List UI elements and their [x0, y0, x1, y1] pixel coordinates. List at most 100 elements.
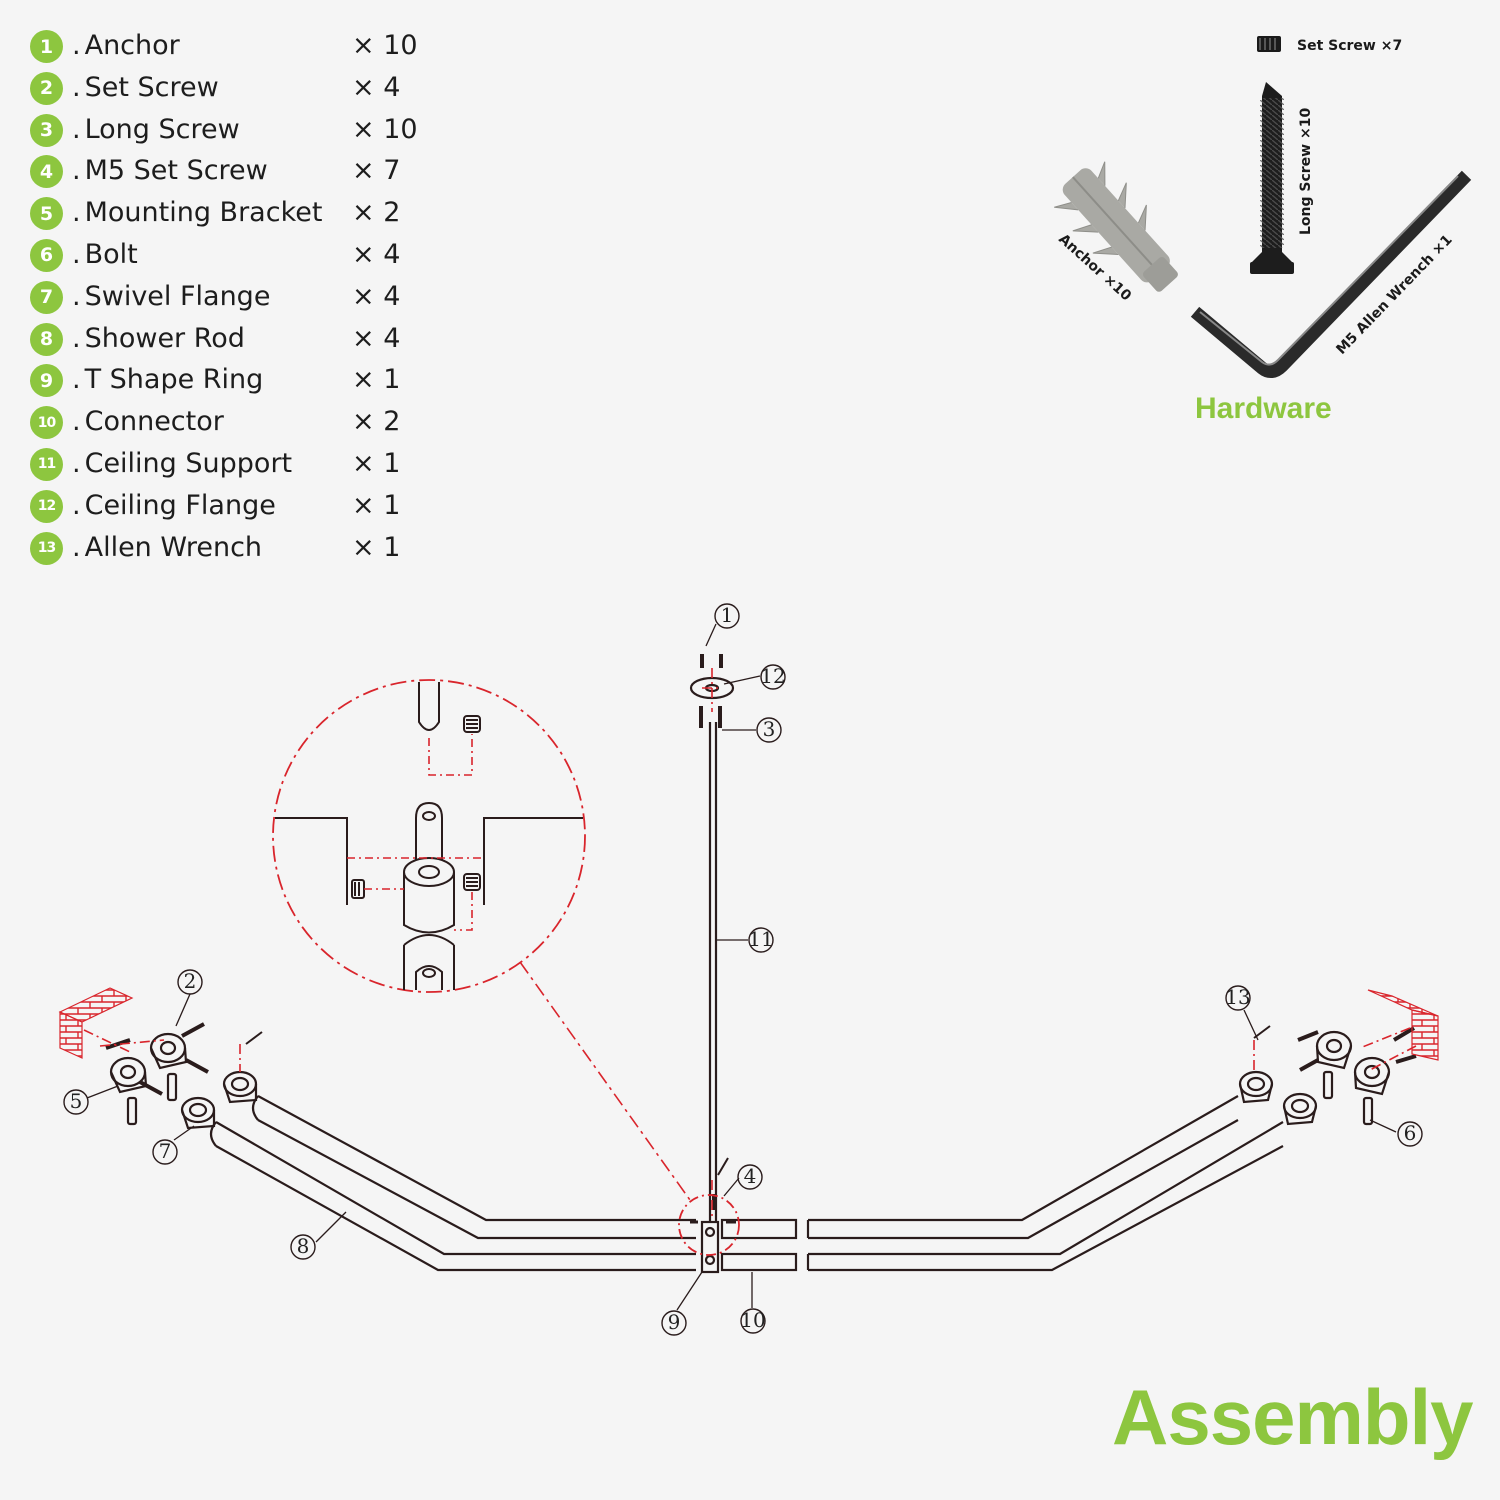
part-name-text: Ceiling Flange: [84, 489, 276, 521]
part-number-badge: 1: [30, 30, 63, 63]
right-lower-rod-bottom: [808, 1145, 1284, 1272]
part-number-badge: 11: [30, 447, 63, 481]
part-row: 3.Long Screw× 10: [30, 110, 470, 152]
part-name: .M5 Set Screw: [72, 151, 268, 191]
part-name: .Shower Rod: [72, 319, 245, 359]
part-quantity: × 1: [352, 447, 401, 479]
part-quantity: × 1: [352, 364, 401, 396]
part-name-text: Connector: [84, 406, 224, 438]
part-row: 13.Allen Wrench× 1: [30, 528, 470, 570]
part-separator: .: [72, 71, 81, 103]
callout-11: 11: [748, 927, 774, 953]
part-separator: .: [72, 197, 81, 229]
ceiling-support-rod: [708, 722, 718, 1222]
left-lower-rod-bottom: [215, 1145, 696, 1272]
part-separator: .: [72, 322, 81, 354]
part-separator: .: [72, 489, 81, 521]
part-quantity: × 7: [352, 155, 401, 187]
part-number-badge: 7: [30, 280, 63, 314]
part-quantity: × 1: [352, 489, 401, 521]
part-name-text: T Shape Ring: [84, 364, 264, 396]
part-number-badge: 12: [30, 489, 63, 523]
callout-number: 9: [668, 1310, 681, 1334]
callout-number: 3: [763, 717, 776, 741]
part-quantity: × 2: [352, 197, 401, 229]
callout-9: 9: [661, 1310, 687, 1336]
part-number-badge: 8: [30, 322, 63, 356]
part-name: .Anchor: [72, 26, 180, 66]
callout-12: 12: [760, 664, 786, 690]
part-row: 2.Set Screw× 4: [30, 68, 470, 110]
callout-number: 1: [721, 603, 734, 627]
callout-3: 3: [756, 717, 782, 743]
part-name: .Ceiling Support: [72, 444, 292, 484]
leader-lines: [86, 623, 1397, 1311]
part-row: 9.T Shape Ring× 1: [30, 360, 470, 402]
left-lower-rod-top: [215, 1121, 696, 1256]
part-name-text: Anchor: [84, 30, 180, 61]
part-name-text: Allen Wrench: [84, 531, 263, 563]
part-name-text: Shower Rod: [84, 322, 245, 354]
t-shape-ring: [700, 1220, 720, 1274]
callout-number: 8: [297, 1234, 310, 1258]
part-quantity: × 10: [352, 30, 418, 61]
set-screw-icon: [1257, 36, 1281, 52]
detail-magnifier: [272, 679, 740, 1256]
allen-wrench-icon: [1190, 170, 1472, 378]
part-number-badge: 3: [30, 113, 63, 147]
part-quantity: × 4: [352, 322, 401, 354]
right-brick-wall: [1367, 989, 1439, 1061]
part-row: 12.Ceiling Flange × 1: [30, 486, 470, 528]
long-screw-icon: [1250, 82, 1294, 274]
right-upper-rod-bottom: [808, 1119, 1239, 1240]
part-name: .Mounting Bracket: [72, 193, 322, 233]
anchor-icon: [1054, 161, 1178, 292]
connector-lower: [720, 1252, 798, 1272]
callout-number: 13: [1225, 985, 1250, 1009]
callout-6: 6: [1397, 1121, 1423, 1147]
part-name-text: Bolt: [84, 238, 138, 270]
callout-5: 5: [63, 1089, 89, 1115]
part-name-text: Mounting Bracket: [84, 197, 323, 229]
part-quantity: × 4: [352, 238, 401, 270]
connector-upper: [720, 1218, 798, 1240]
callout-number: 4: [744, 1164, 757, 1188]
part-row: 8.Shower Rod× 4: [30, 319, 470, 361]
part-row: 11 .Ceiling Support × 1: [30, 444, 470, 486]
right-bracket-upper: [1315, 1030, 1353, 1062]
part-quantity: × 4: [352, 71, 401, 103]
callout-4: 4: [737, 1164, 763, 1190]
callout-number: 11: [748, 927, 773, 951]
set-screw-label: Set Screw ×7: [1297, 38, 1402, 54]
part-name-text: M5 Set Screw: [84, 155, 268, 187]
left-upper-rod-bottom: [257, 1119, 696, 1240]
part-row: 4.M5 Set Screw× 7: [30, 151, 470, 193]
part-name-text: Long Screw: [84, 113, 240, 145]
part-separator: .: [72, 30, 81, 61]
part-separator: .: [72, 406, 81, 438]
long-screw-label: Long Screw ×10: [1298, 108, 1314, 235]
part-name: .Long Screw: [72, 110, 240, 150]
callout-7: 7: [152, 1139, 178, 1165]
rod-assembly: [105, 654, 1417, 1274]
part-name-text: Swivel Flange: [84, 280, 271, 312]
callout-number: 2: [184, 969, 197, 993]
callout-number: 7: [159, 1139, 172, 1163]
part-name: .Swivel Flange: [72, 277, 270, 317]
part-name-text: Set Screw: [84, 71, 219, 103]
part-number-badge: 2: [30, 71, 63, 105]
right-upper-rod-top: [808, 1095, 1239, 1222]
part-number-badge: 10: [30, 406, 63, 440]
part-row: 6.Bolt× 4: [30, 235, 470, 277]
part-number-badge: 5: [30, 197, 63, 231]
part-separator: .: [72, 155, 81, 187]
right-lower-rod-top: [808, 1121, 1284, 1256]
callout-1: 1: [714, 603, 740, 629]
part-name: .Set Screw: [72, 68, 219, 108]
part-row: 7.Swivel Flange× 4: [30, 277, 470, 319]
left-upper-rod-top: [257, 1095, 696, 1222]
assembly-title: Assembly: [1112, 1373, 1474, 1461]
part-number-badge: 9: [30, 364, 63, 398]
